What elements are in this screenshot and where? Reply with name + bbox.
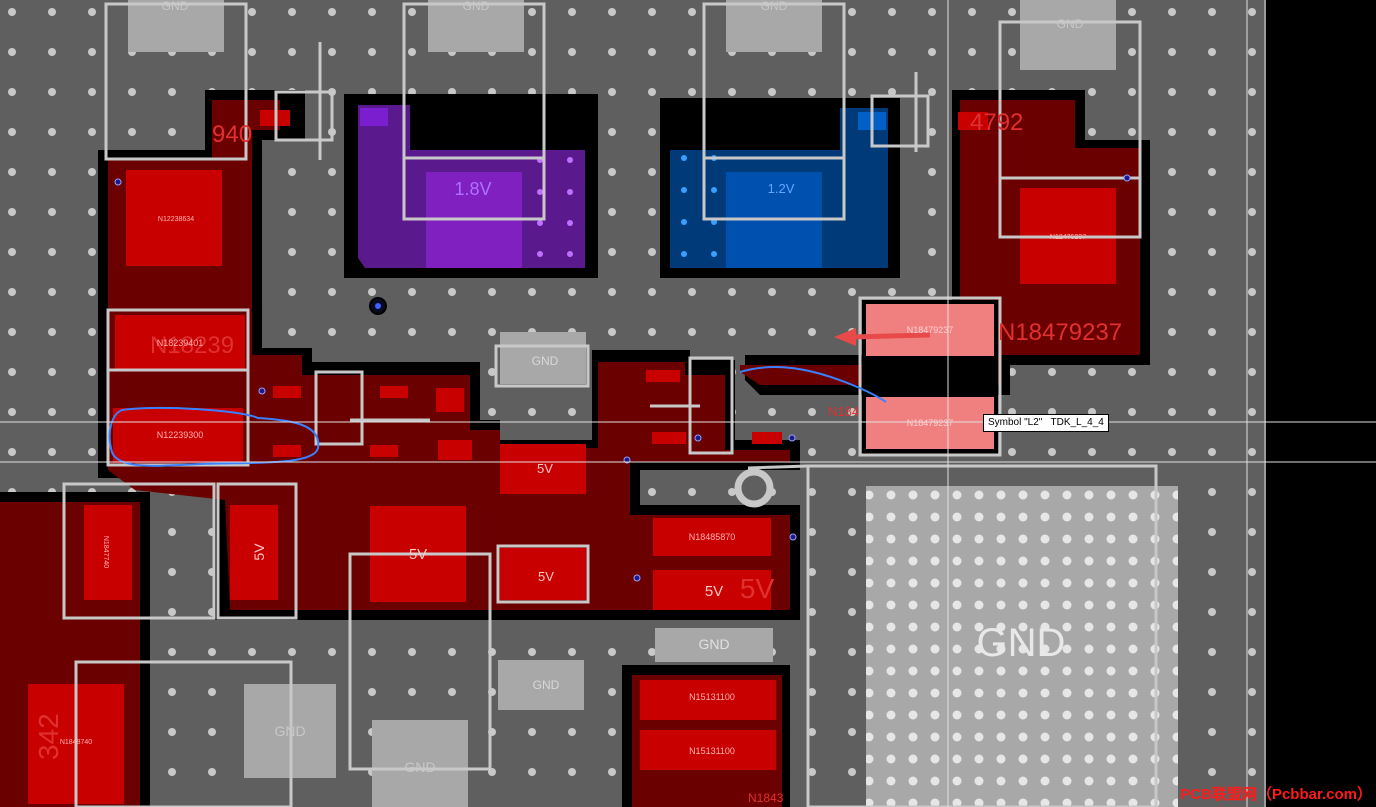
gnd-label: GND	[761, 0, 788, 13]
refdes-940: 940	[212, 121, 252, 148]
pad-label: N18479237	[907, 325, 954, 335]
inductor-l2-pad-2[interactable]	[866, 397, 994, 449]
net-5v-label: 5V	[705, 583, 723, 600]
refdes-342: 342	[33, 713, 64, 760]
gnd-label: GND	[404, 759, 435, 775]
refdes-1843: N1843	[748, 791, 784, 805]
refdes-18239: N18239	[150, 332, 234, 359]
refdes-18479237: N18479237	[998, 319, 1122, 346]
pad-label: N1847740	[102, 536, 109, 568]
trace-vias	[114, 174, 1131, 582]
pad-label: N12238634	[158, 216, 194, 223]
refdes-184: N184	[828, 404, 859, 419]
silk-lines	[108, 42, 1140, 470]
annotation-arrow-head	[834, 328, 856, 346]
symbol-tooltip: Symbol "L2" TDK_L_4_4	[983, 414, 1109, 432]
canvas-edge	[1265, 0, 1376, 807]
net-5v-label: 5V	[537, 461, 553, 476]
board-labels: GND GND GND GND GND GND GND GND GND GND …	[33, 0, 1122, 805]
net-1v8-tab	[360, 108, 388, 126]
pad-label: N18479237	[907, 418, 954, 428]
watermark: PCB联盟网（Pcbbar.com）	[1180, 786, 1372, 803]
pad-label: N18239401	[157, 338, 204, 348]
component-outlines	[62, 2, 1158, 807]
net-5v-large-label: 5V	[740, 573, 775, 604]
gnd-label: GND	[698, 636, 729, 652]
pad-label: N18485870	[689, 532, 736, 542]
net-1v8-label: 1.8V	[454, 179, 491, 199]
annotation-trace-line	[739, 366, 887, 403]
net-5v-label: 5V	[538, 569, 554, 584]
gnd-label: GND	[162, 0, 189, 13]
gnd-label: GND	[533, 678, 560, 692]
gnd-label: GND	[463, 0, 490, 13]
gnd-thermal-vias	[866, 486, 1178, 807]
net-1v2-label: 1.2V	[768, 181, 795, 196]
annotation-arrow-shaft	[851, 332, 931, 340]
net-5v-label: 5V	[251, 543, 267, 561]
pad-label: N15131100	[689, 692, 735, 702]
large-via-core	[375, 303, 381, 309]
inductor-l2-pad-1[interactable]	[866, 304, 994, 356]
pad-label: N15131100	[689, 746, 735, 756]
net-5v-label: 5V	[409, 546, 427, 563]
gnd-label: GND	[274, 723, 305, 739]
mounting-hole	[734, 468, 774, 508]
gnd-large-label: GND	[977, 621, 1066, 665]
annotation-circle	[108, 407, 320, 467]
refdes-4792: 4792	[970, 109, 1023, 136]
pad-label: N12239300	[157, 430, 204, 440]
gnd-label: GND	[532, 354, 559, 368]
pad-label: N12476237	[1050, 234, 1086, 241]
pad-label: N1848740	[60, 739, 92, 746]
gnd-label: GND	[1057, 17, 1084, 31]
